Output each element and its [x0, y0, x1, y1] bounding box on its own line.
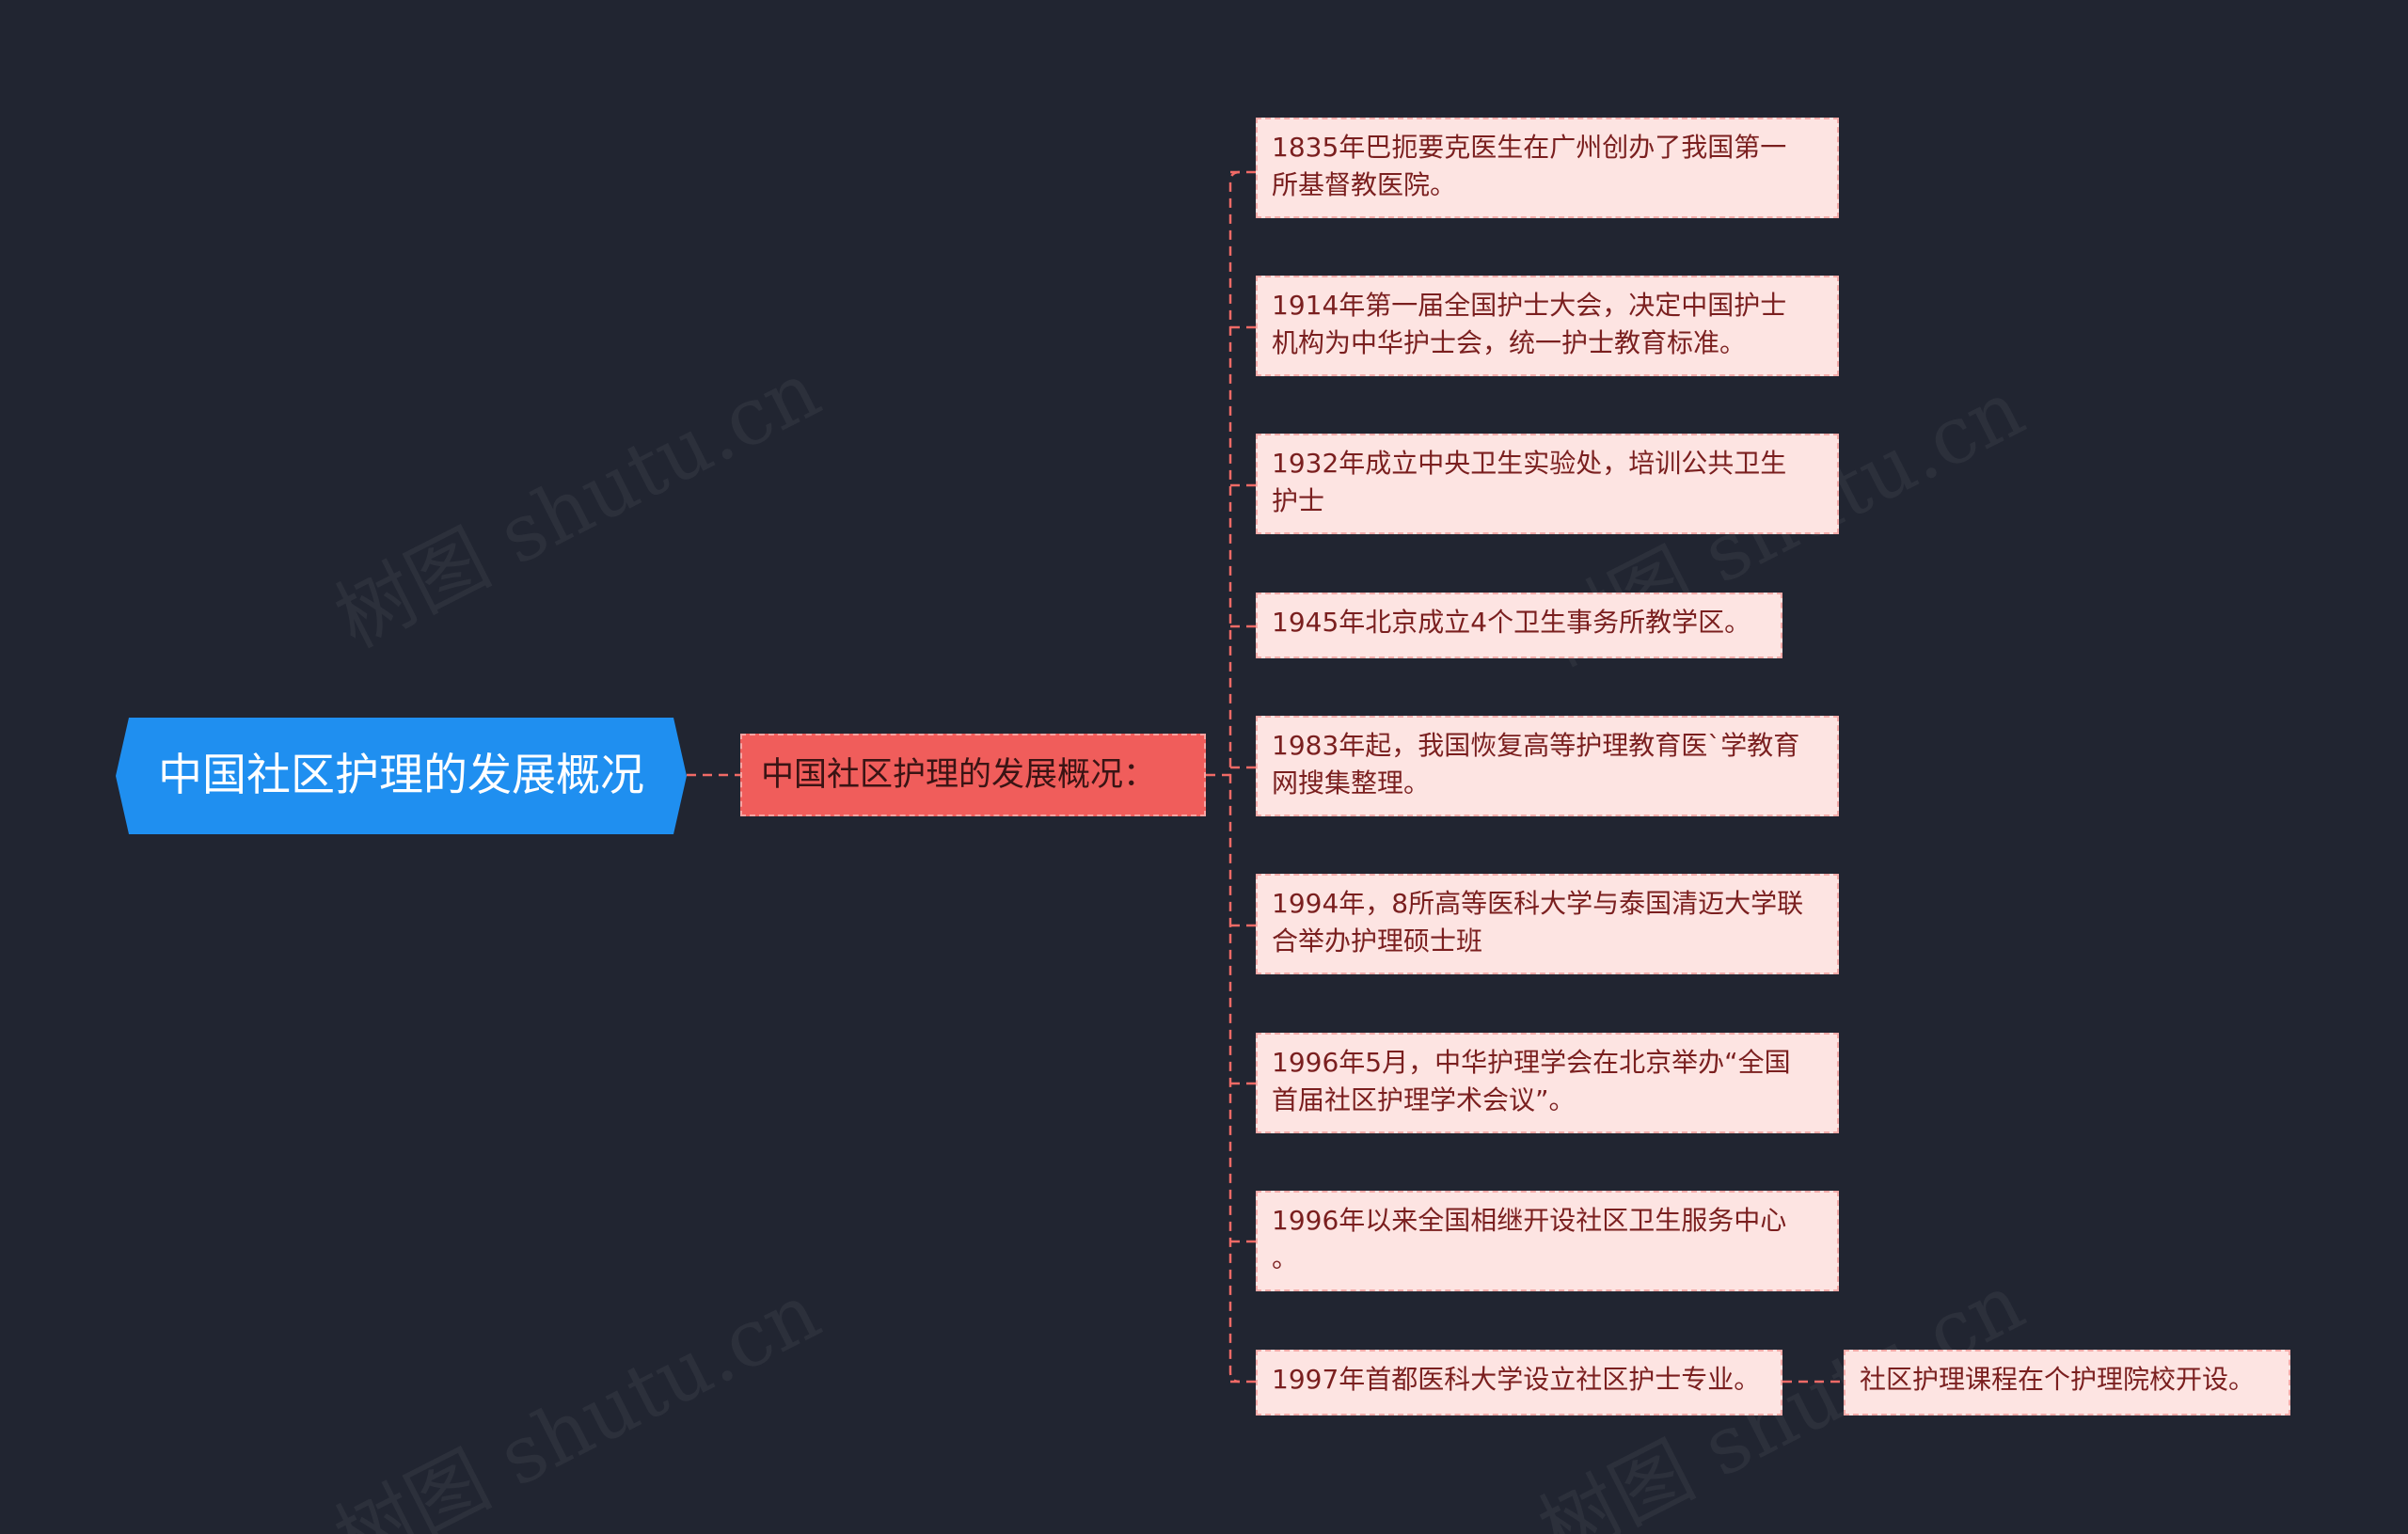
root-node[interactable]: 中国社区护理的发展概况 [116, 718, 687, 834]
root-node-label: 中国社区护理的发展概况 [158, 750, 644, 801]
leaf-node-1983[interactable]: 1983年起，我国恢复高等护理教育医`学教育 网搜集整理。 [1256, 716, 1839, 816]
trunk-line [1228, 170, 1241, 1384]
leaf-node-1996-since[interactable]: 1996年以来全国相继开设社区卫生服务中心 。 [1256, 1191, 1839, 1291]
leaf-node-1994[interactable]: 1994年，8所高等医科大学与泰国清迈大学联 合举办护理硕士班 [1256, 874, 1839, 974]
leaf-node-1945[interactable]: 1945年北京成立4个卫生事务所教学区。 [1256, 593, 1782, 658]
leaf-node-1835[interactable]: 1835年巴扼要克医生在广州创办了我国第一 所基督教医院。 [1256, 118, 1839, 218]
leaf-node-1997[interactable]: 1997年首都医科大学设立社区护士专业。 [1256, 1350, 1782, 1415]
sub-leaf-node[interactable]: 社区护理课程在个护理院校开设。 [1844, 1350, 2290, 1415]
leaf-node-1914[interactable]: 1914年第一届全国护士大会，决定中国护士 机构为中华护士会，统一护士教育标准。 [1256, 276, 1839, 376]
leaf-node-1932[interactable]: 1932年成立中央卫生实验处，培训公共卫生 护士 [1256, 434, 1839, 534]
leaf-node-1996-may[interactable]: 1996年5月，中华护理学会在北京举办“全国 首届社区护理学术会议”。 [1256, 1033, 1839, 1133]
root-node-shape [116, 718, 687, 834]
branch-node[interactable]: 中国社区护理的发展概况： [740, 734, 1206, 816]
